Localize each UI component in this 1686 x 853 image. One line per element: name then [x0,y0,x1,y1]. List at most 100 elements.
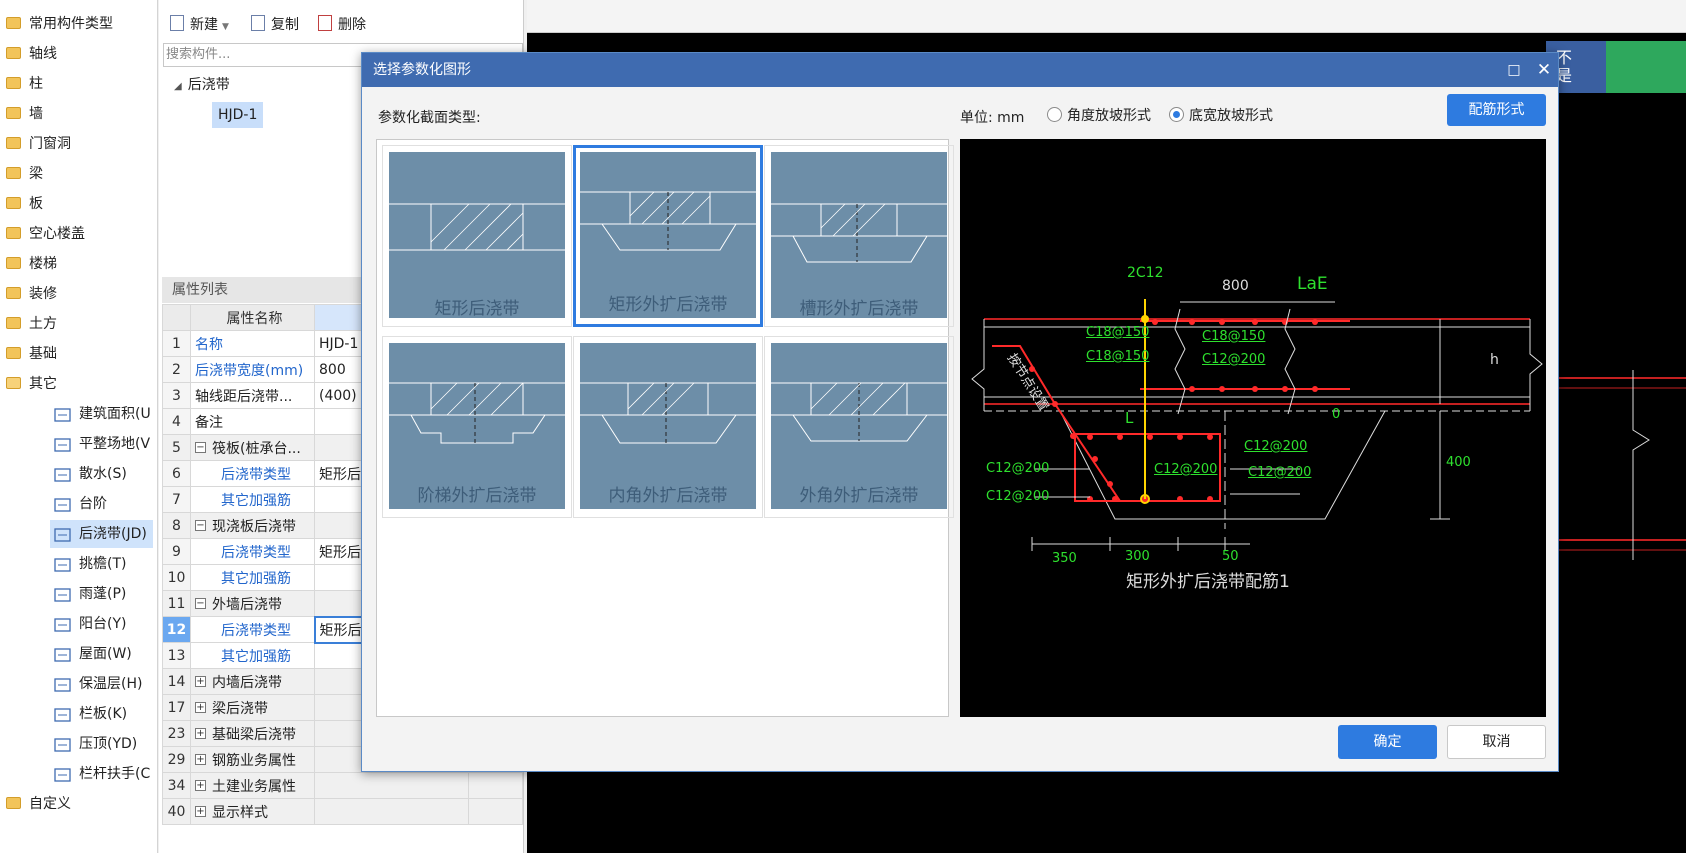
component-item-hjd1[interactable]: HJD-1 [212,102,264,128]
radio-angle-slope[interactable]: 角度放坡形式 [1047,105,1151,125]
tree-item[interactable]: 墙 [6,100,43,128]
tree-item[interactable]: 后浇带(JD) [50,520,153,548]
shape-name: 内角外扩后浇带 [608,486,728,506]
label-top-bar: 2C12 [1127,265,1164,281]
tree-item[interactable]: 栏杆扶手(C [50,760,156,788]
tree-item[interactable]: 常用构件类型 [6,10,113,38]
tree-item[interactable]: 门窗洞 [6,130,71,158]
corner-thumbnail[interactable] [1546,41,1686,93]
folder-icon [6,17,21,29]
row-number: 6 [162,460,191,487]
shape-option[interactable]: 内角外扩后浇带 [573,336,763,518]
tree-item[interactable]: 空心楼盖 [6,220,85,248]
expand-icon[interactable]: + [195,728,206,739]
tree-item-label: 墙 [29,106,43,122]
tree-item[interactable]: 保温层(H) [50,670,148,698]
tree-item[interactable]: 台阶 [50,490,113,518]
shape-thumbnail: 矩形后浇带 [389,152,565,319]
collapse-icon[interactable]: − [195,442,206,453]
collapse-icon[interactable]: − [195,520,206,531]
tree-item[interactable]: 雨蓬(P) [50,580,132,608]
expand-icon[interactable]: + [195,806,206,817]
tree-item[interactable]: 散水(S) [50,460,133,488]
cancel-button[interactable]: 取消 [1447,725,1546,759]
shape-option[interactable]: 阶梯外扩后浇带 [382,336,572,518]
collapse-icon[interactable]: − [195,598,206,609]
shape-thumbnail: 外角外扩后浇带 [771,343,947,509]
shape-thumbnail: 槽形外扩后浇带 [771,152,947,319]
property-name: 其它加强筋 [221,648,291,665]
shape-thumbnail: 内角外扩后浇带 [580,343,756,509]
property-value[interactable] [314,798,469,825]
tree-item[interactable]: 基础 [6,340,57,368]
component-icon [54,615,72,632]
shape-option[interactable]: 外角外扩后浇带 [764,336,954,518]
component-icon [54,735,72,752]
property-name: 梁后浇带 [212,700,268,717]
property-row[interactable]: 40+显示样式 [162,798,523,825]
tree-item[interactable]: 轴线 [6,40,57,68]
tree-item[interactable]: 土方 [6,310,57,338]
label-d300: 300 [1125,549,1150,564]
folder-icon [6,227,21,239]
dropdown-arrow-icon[interactable]: ▼ [222,22,229,32]
radio-on-icon[interactable] [1169,106,1184,122]
component-group-houjiaodai[interactable]: ◢后浇带 [174,72,230,98]
row-number: 2 [162,356,191,383]
copy-label: 复制 [271,17,299,33]
tree-item[interactable]: 柱 [6,70,43,98]
folder-icon [6,347,21,359]
shape-thumbnail: 阶梯外扩后浇带 [389,343,565,509]
property-name: 筏板(桩承台... [212,440,301,457]
tree-item-label: 台阶 [79,496,107,512]
property-name: 内墙后浇带 [212,674,282,691]
label-c12-r2: C12@200 [1248,465,1312,480]
expand-icon[interactable]: + [195,754,206,765]
collapse-arrow-icon[interactable]: ◢ [174,81,182,92]
tree-item[interactable]: 自定义 [6,790,71,818]
tree-item-label: 板 [29,196,43,212]
row-number: 3 [162,382,191,409]
shape-option[interactable]: 槽形外扩后浇带 [764,145,954,327]
tree-item[interactable]: 板 [6,190,43,218]
shape-gallery: 矩形后浇带矩形外扩后浇带槽形外扩后浇带阶梯外扩后浇带内角外扩后浇带 外角外扩后浇带 [376,139,954,717]
shape-option[interactable]: 矩形外扩后浇带 [573,145,763,327]
property-value[interactable] [314,772,469,799]
tree-item[interactable]: 梁 [6,160,43,188]
property-row[interactable]: 34+土建业务属性 [162,772,523,799]
tree-item[interactable]: 楼梯 [6,250,57,278]
property-name-cell: 后浇带类型 [190,460,315,487]
shape-thumbnail: 矩形外扩后浇带 [580,152,756,318]
new-button[interactable]: 新建▼ [170,13,229,37]
expand-icon[interactable]: + [195,780,206,791]
component-icon [54,495,72,512]
row-number: 8 [162,512,191,539]
property-name: 现浇板后浇带 [212,518,296,535]
shape-option[interactable]: 矩形后浇带 [382,145,572,327]
tree-item[interactable]: 建筑面积(U [50,400,157,428]
tree-item[interactable]: 装修 [6,280,57,308]
label-c12-top: C12@200 [1202,352,1266,367]
radio-off-icon[interactable] [1047,106,1062,122]
tree-item[interactable]: 其它 [6,370,57,398]
copy-button[interactable]: 复制 [251,13,299,37]
property-name: 其它加强筋 [221,570,291,587]
tree-item[interactable]: 阳台(Y) [50,610,132,638]
tree-item[interactable]: 平整场地(V [50,430,156,458]
property-name: 基础梁后浇带 [212,726,296,743]
tree-item[interactable]: 压顶(YD) [50,730,143,758]
ok-button[interactable]: 确定 [1338,725,1437,759]
maximize-icon[interactable]: □ [1507,62,1521,78]
folder-icon [6,107,21,119]
rebar-form-button[interactable]: 配筋形式 [1447,94,1546,126]
close-icon[interactable]: ✕ [1536,60,1552,80]
shape-name: 槽形外扩后浇带 [799,299,919,319]
expand-icon[interactable]: + [195,676,206,687]
tree-item[interactable]: 栏板(K) [50,700,133,728]
tree-item[interactable]: 挑檐(T) [50,550,132,578]
tree-item[interactable]: 屋面(W) [50,640,138,668]
delete-button[interactable]: 删除 [318,13,366,37]
property-name-cell: 后浇带类型 [190,538,315,565]
radio-width-slope[interactable]: 底宽放坡形式 [1169,105,1273,125]
expand-icon[interactable]: + [195,702,206,713]
